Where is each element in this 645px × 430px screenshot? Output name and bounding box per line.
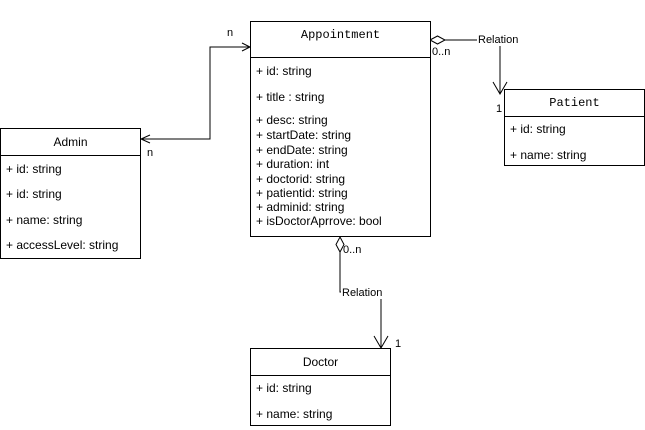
patient-arrowhead bbox=[492, 81, 508, 95]
attribute: + id: string bbox=[510, 122, 566, 136]
admin-appointment-line bbox=[141, 46, 250, 140]
attribute: + name: string bbox=[6, 213, 83, 227]
multiplicity-admin-end: n bbox=[147, 147, 154, 159]
attribute: + id: string bbox=[256, 64, 312, 78]
attribute: + accessLevel: string bbox=[6, 238, 119, 252]
multiplicity-doctor-target: 1 bbox=[395, 338, 402, 350]
class-admin-name: Admin bbox=[1, 129, 140, 156]
attribute: + name: string bbox=[510, 148, 587, 162]
relation-label-patient: Relation bbox=[477, 34, 520, 46]
class-doctor[interactable]: Doctor + id: string + name: string bbox=[250, 348, 391, 426]
class-patient[interactable]: Patient + id: string + name: string bbox=[504, 89, 645, 166]
attribute: + desc: string bbox=[256, 113, 328, 127]
attribute: + adminid: string bbox=[256, 200, 345, 214]
relation-label-doctor: Relation bbox=[341, 287, 384, 299]
attribute: + id: string bbox=[6, 187, 62, 201]
attribute: + patientid: string bbox=[256, 186, 348, 200]
attribute: + startDate: string bbox=[256, 128, 352, 142]
attribute: + title : string bbox=[256, 90, 325, 104]
attribute: + isDoctorAprrove: bool bbox=[256, 214, 382, 228]
attribute: + doctorid: string bbox=[256, 172, 346, 186]
attribute: + endDate: string bbox=[256, 143, 348, 157]
class-admin[interactable]: Admin + id: string + id: string + name: … bbox=[0, 128, 141, 259]
multiplicity-appointment-end: n bbox=[227, 27, 234, 39]
class-appointment-name: Appointment bbox=[251, 22, 430, 58]
class-patient-name: Patient bbox=[505, 90, 644, 117]
class-appointment[interactable]: Appointment + id: string + title : strin… bbox=[250, 21, 431, 237]
multiplicity-doctor-source: 0..n bbox=[343, 244, 362, 256]
class-doctor-name: Doctor bbox=[251, 349, 390, 376]
appointment-doctor-line bbox=[339, 252, 382, 348]
attribute: + id: string bbox=[256, 381, 312, 395]
appointment-patient-line bbox=[445, 39, 501, 94]
attribute: + name: string bbox=[256, 407, 333, 421]
multiplicity-patient-target: 1 bbox=[496, 103, 503, 115]
admin-arrowhead bbox=[139, 134, 151, 144]
attribute: + duration: int bbox=[256, 157, 330, 171]
doctor-aggregation-diamond bbox=[335, 235, 345, 254]
attribute: + id: string bbox=[6, 162, 62, 176]
multiplicity-patient-source: 0..n bbox=[432, 46, 451, 58]
patient-aggregation-diamond bbox=[428, 35, 447, 45]
